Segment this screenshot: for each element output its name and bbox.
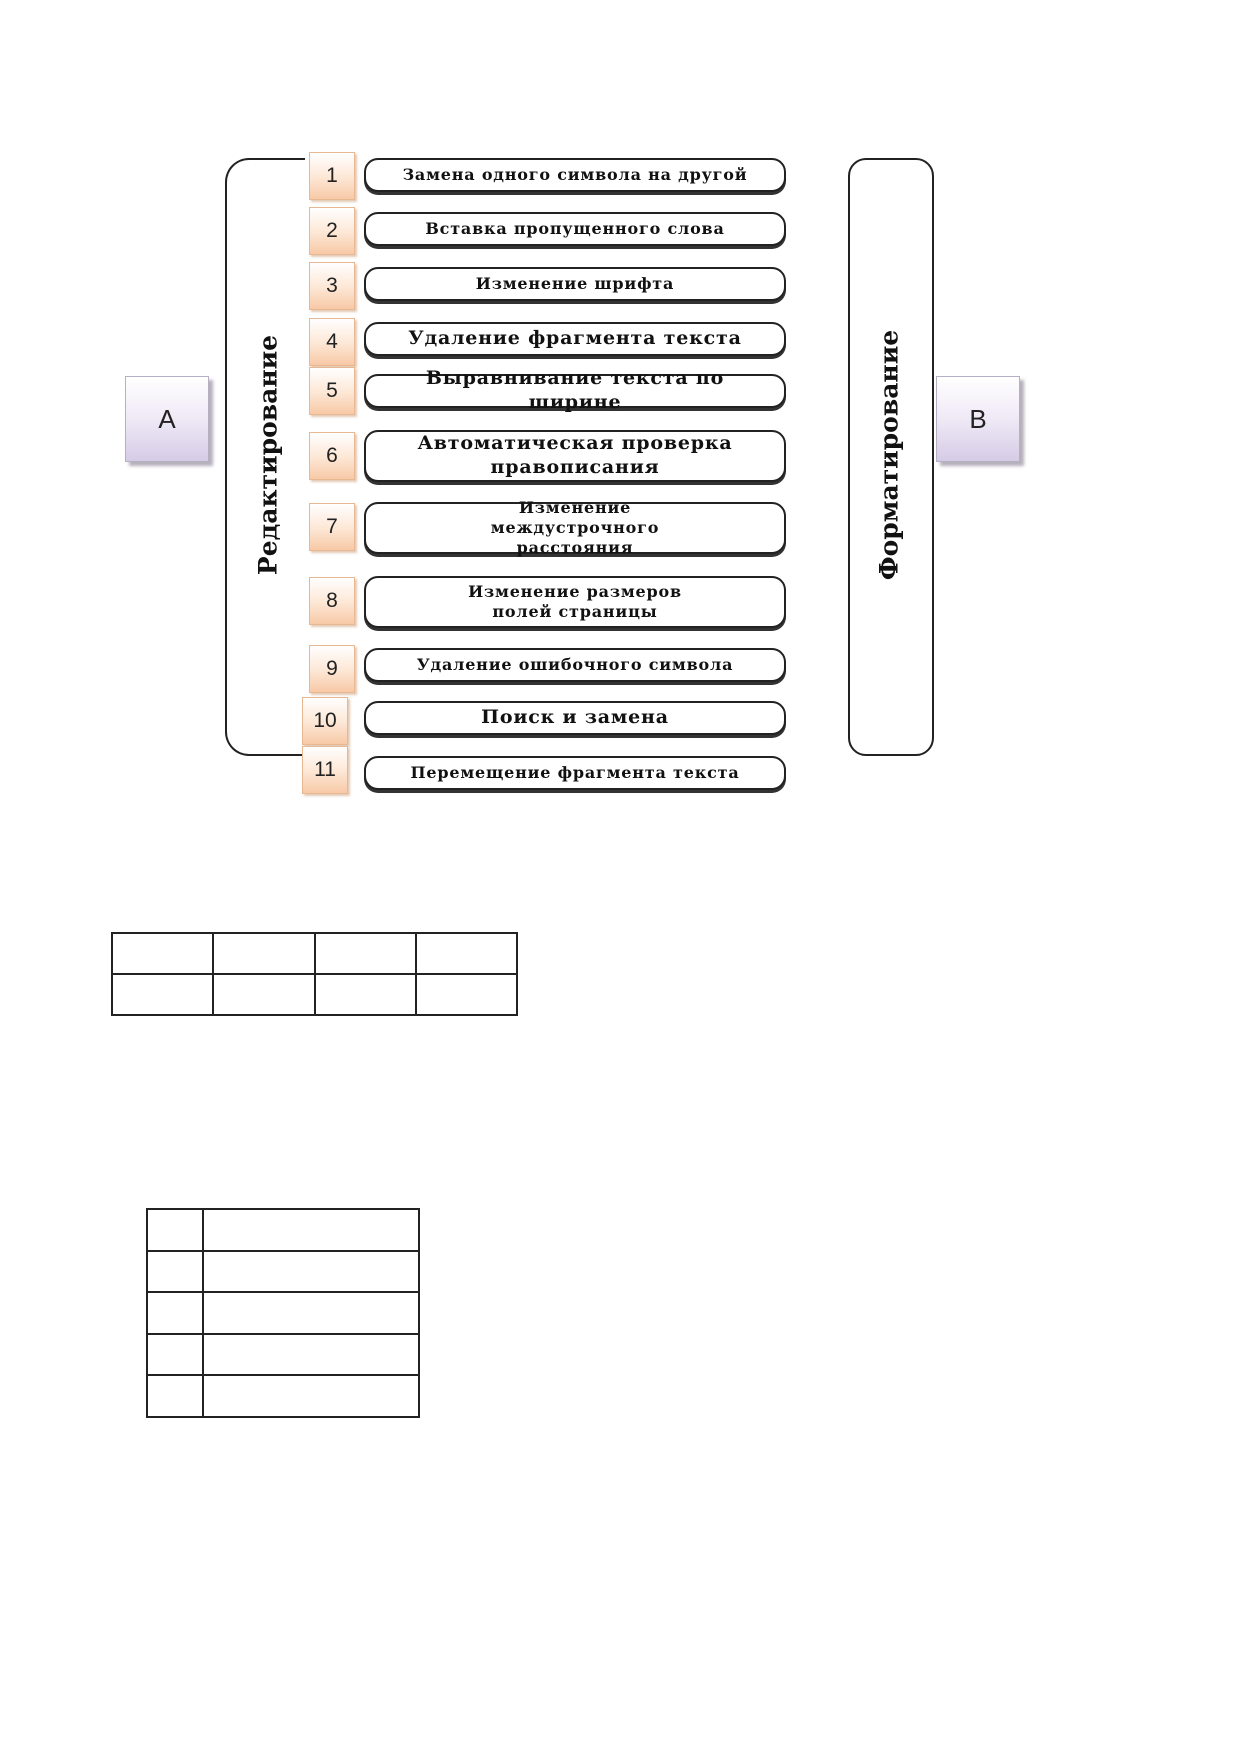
table-cell[interactable] [146, 1374, 204, 1418]
item-card: Изменение междустрочного расстояния [364, 498, 786, 557]
table-cell[interactable] [414, 932, 519, 975]
answer-table-2 [146, 1208, 420, 1418]
table-cell[interactable] [212, 932, 316, 975]
item-card: Автоматическая проверка правописания [364, 430, 786, 482]
item-card: Поиск и замена [364, 701, 786, 735]
box-a: A [125, 376, 209, 462]
table-cell[interactable] [202, 1291, 420, 1335]
item-card: Перемещение фрагмента текста [364, 756, 786, 790]
item-card: Выравнивание текста по ширине [364, 367, 786, 413]
table-cell[interactable] [110, 932, 215, 975]
table-cell[interactable] [202, 1208, 420, 1252]
table-cell[interactable] [146, 1291, 204, 1335]
table-cell[interactable] [146, 1208, 204, 1252]
item-number: 2 [309, 207, 355, 255]
table-cell[interactable] [146, 1332, 204, 1377]
box-b: B [936, 376, 1020, 462]
item-number: 9 [309, 645, 355, 693]
box-b-label: B [969, 403, 987, 434]
table-cell[interactable] [313, 932, 417, 975]
item-card: Вставка пропущенного слова [364, 212, 786, 246]
item-card: Изменение шрифта [364, 267, 786, 301]
item-number: 1 [309, 152, 355, 200]
item-number: 3 [309, 262, 355, 310]
editing-label: Редактирование [253, 334, 283, 576]
formatting-label: Форматирование [874, 329, 904, 581]
item-card: Замена одного символа на другой [364, 158, 786, 192]
item-number: 5 [309, 367, 355, 415]
item-number: 6 [309, 432, 355, 480]
item-number: 10 [302, 697, 348, 745]
item-card: Удаление ошибочного символа [364, 648, 786, 682]
item-number: 7 [309, 503, 355, 551]
table-cell[interactable] [146, 1249, 204, 1294]
item-number: 8 [309, 577, 355, 625]
item-number: 4 [309, 318, 355, 366]
table-cell[interactable] [414, 973, 519, 1016]
answer-table-1 [110, 932, 519, 1016]
table-cell[interactable] [212, 973, 316, 1016]
table-cell[interactable] [110, 973, 215, 1016]
table-cell[interactable] [313, 973, 417, 1016]
item-card: Изменение размеров полей страницы [364, 576, 786, 628]
formatting-bracket [848, 158, 934, 756]
table-cell[interactable] [202, 1249, 420, 1294]
table-cell[interactable] [202, 1374, 420, 1418]
item-card: Удаление фрагмента текста [364, 322, 786, 356]
item-number: 11 [302, 746, 348, 794]
editing-bracket [225, 158, 305, 756]
box-a-label: A [158, 403, 176, 434]
table-cell[interactable] [202, 1332, 420, 1377]
